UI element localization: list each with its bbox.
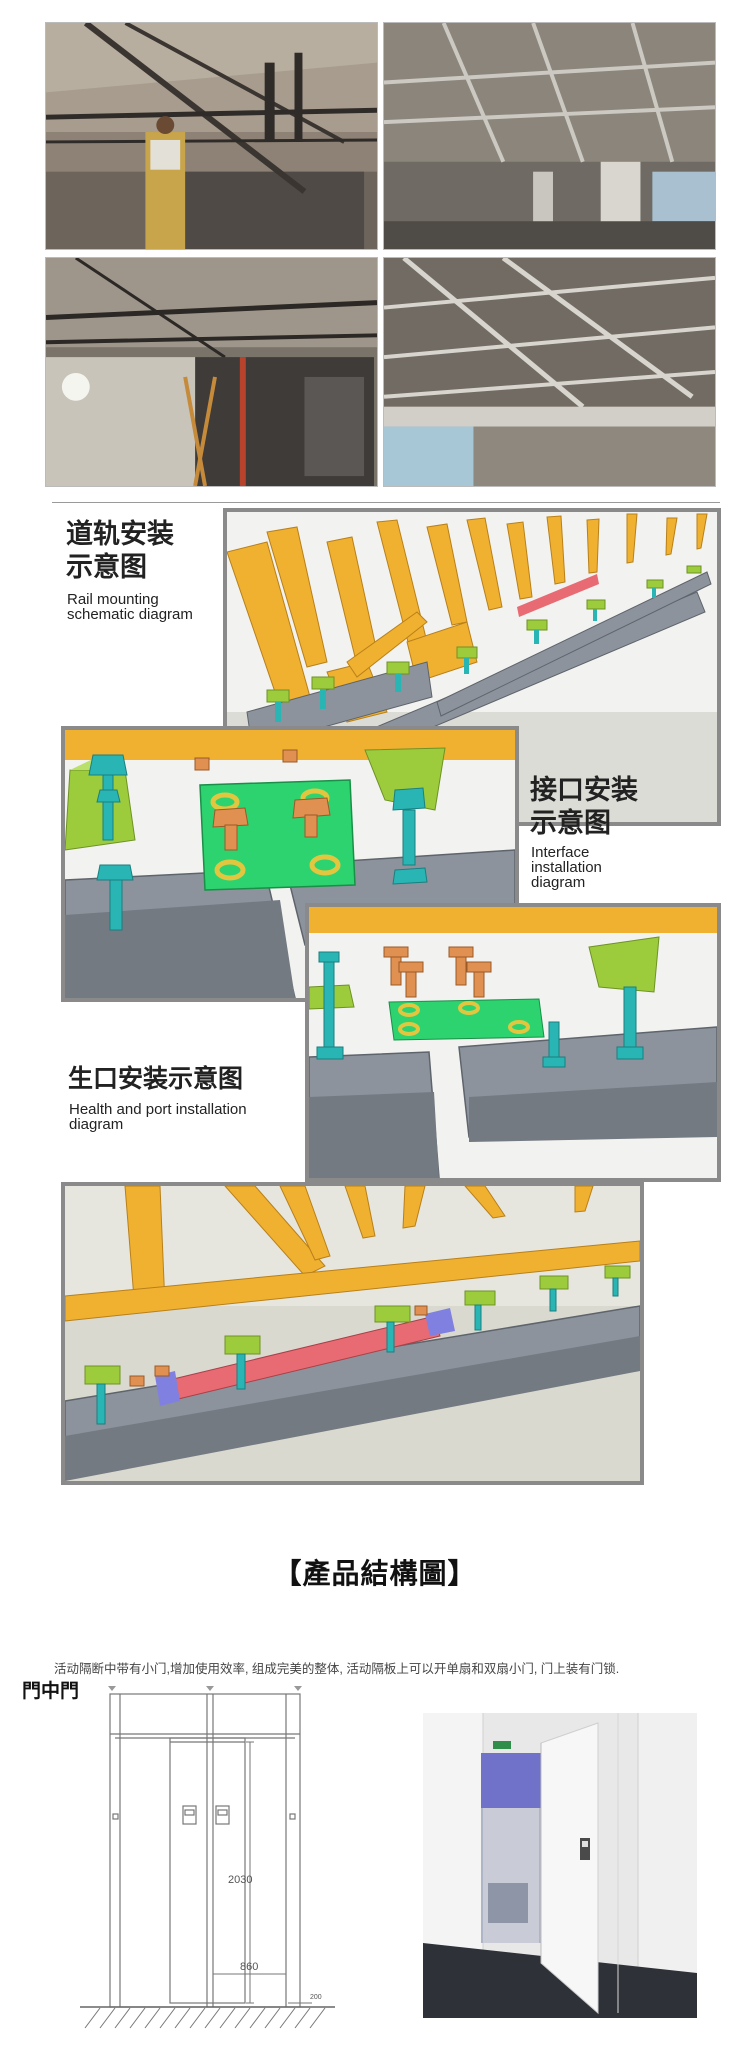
section-divider [52, 502, 720, 503]
port-installation-subtitle-line1: Health and port installation [69, 1101, 247, 1118]
interface-subtitle: Interface installation diagram [531, 845, 602, 890]
rail-mounting-subtitle-line2: schematic diagram [67, 606, 193, 623]
interface-subtitle-line3: diagram [531, 874, 586, 891]
door-in-door-label: 門中門 [22, 1680, 80, 1702]
port-installation-diagram [61, 1182, 644, 1485]
port-installation-subtitle: Health and port installation diagram [69, 1102, 247, 1132]
door-in-door-photo [423, 1713, 697, 2018]
door-dimension-side: 200 [310, 1994, 322, 2001]
door-dimension-width: 860 [240, 1961, 259, 1973]
construction-photo-2 [383, 22, 716, 250]
interface-subtitle-line2: installation [531, 859, 602, 876]
interface-subtitle-line1: Interface [531, 844, 590, 861]
port-installation-title-text: 生口安装示意图 [68, 1064, 244, 1093]
rail-mounting-subtitle: Rail mounting schematic diagram [67, 592, 193, 622]
interface-title-line2: 示意图 [530, 808, 611, 839]
construction-photo-4 [383, 257, 716, 487]
construction-photo-1 [45, 22, 378, 250]
construction-photo-3 [45, 257, 378, 487]
interface-title: 接口安装 示意图 [530, 774, 638, 840]
door-dimension-height: 2030 [228, 1874, 253, 1886]
rail-mounting-title: 道轨安装 示意图 [66, 518, 174, 584]
rail-mounting-title-line2: 示意图 [66, 552, 147, 583]
port-installation-subtitle-line2: diagram [69, 1116, 124, 1133]
rail-mounting-subtitle-line1: Rail mounting [67, 591, 159, 608]
product-structure-description: 活动隔断中带有小门,增加使用效率, 组成完美的整体, 活动隔板上可以开单扇和双扇… [54, 1662, 620, 1676]
port-installation-title: 生口安装示意图 [68, 1064, 243, 1094]
rail-mounting-title-line1: 道轨安装 [66, 519, 174, 550]
door-technical-drawing: 2030 860 200 [80, 1686, 335, 2041]
interface-diagram-1 [61, 726, 519, 1002]
product-structure-title: 【產品結構圖】 [273, 1557, 477, 1590]
interface-diagram-2 [305, 903, 721, 1182]
interface-title-line1: 接口安装 [530, 775, 638, 806]
